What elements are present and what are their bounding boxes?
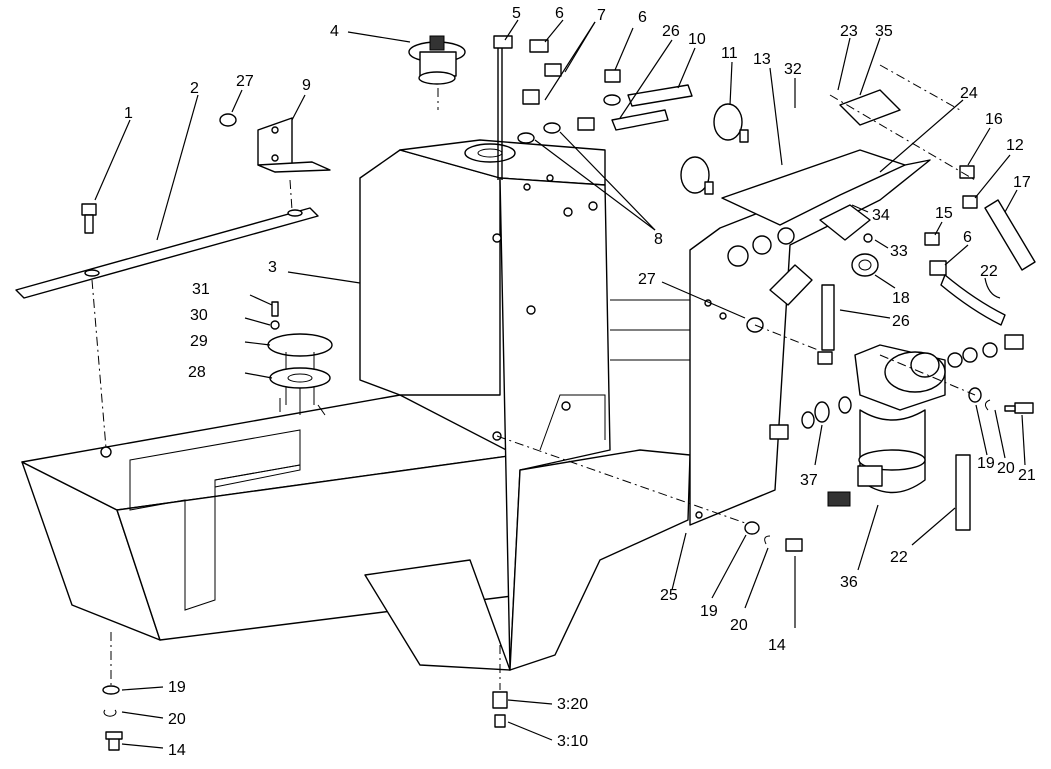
callout-31: 31 bbox=[192, 281, 210, 298]
callout-3: 3 bbox=[268, 259, 277, 276]
callout-30: 30 bbox=[190, 307, 208, 324]
callout-14b: 14 bbox=[168, 742, 186, 759]
hose-22a bbox=[940, 274, 1006, 326]
fittings-top bbox=[517, 39, 621, 144]
fittings-right bbox=[924, 165, 978, 276]
callout-32: 32 bbox=[784, 61, 802, 78]
callout-11: 11 bbox=[721, 45, 738, 62]
callout-33: 33 bbox=[890, 243, 908, 260]
callout-6b: 6 bbox=[638, 9, 647, 26]
hoses-top bbox=[611, 84, 693, 131]
callout-7: 7 bbox=[597, 7, 606, 24]
callout-25: 25 bbox=[660, 587, 678, 604]
callout-37: 37 bbox=[800, 472, 818, 489]
relay-bracket bbox=[721, 89, 906, 306]
callout-34: 34 bbox=[872, 207, 890, 224]
callout-9: 9 bbox=[302, 77, 311, 94]
callout-8: 8 bbox=[654, 231, 663, 248]
callout-2: 2 bbox=[190, 80, 199, 97]
bracket-9 bbox=[257, 117, 331, 173]
callout-20c: 20 bbox=[168, 711, 186, 728]
fuel-filter bbox=[827, 344, 946, 507]
callout-19b: 19 bbox=[700, 603, 718, 620]
callout-26b: 26 bbox=[892, 313, 910, 330]
callout-22a: 22 bbox=[980, 263, 998, 280]
callout-1: 1 bbox=[124, 105, 133, 122]
callout-27b: 27 bbox=[638, 271, 656, 288]
callout-23: 23 bbox=[840, 23, 858, 40]
callout-19c: 19 bbox=[168, 679, 186, 696]
callout-13: 13 bbox=[753, 51, 771, 68]
hose-17 bbox=[984, 199, 1036, 271]
leader-lines bbox=[94, 19, 1026, 749]
spacer-27a bbox=[219, 113, 237, 127]
hose-26b bbox=[821, 284, 835, 351]
grommet-18 bbox=[851, 253, 879, 277]
fuel-gauge-sender bbox=[267, 301, 333, 416]
callout-28: 28 bbox=[188, 364, 206, 381]
callout-3-10: 3:10 bbox=[557, 733, 588, 750]
tank-strap bbox=[15, 207, 319, 299]
callout-24: 24 bbox=[960, 85, 978, 102]
rubber-mounts bbox=[680, 103, 749, 195]
callout-12: 12 bbox=[1006, 137, 1024, 154]
bolt-1 bbox=[81, 203, 97, 234]
drain-fittings bbox=[492, 691, 508, 728]
callout-4: 4 bbox=[330, 23, 339, 40]
callout-15: 15 bbox=[935, 205, 953, 222]
banjo-fitting bbox=[769, 351, 852, 440]
callout-20b: 20 bbox=[730, 617, 748, 634]
plate-hardware bbox=[744, 521, 803, 552]
callout-6c: 6 bbox=[963, 229, 972, 246]
fuel-cap bbox=[408, 35, 466, 85]
callout-26a: 26 bbox=[662, 23, 680, 40]
callout-35: 35 bbox=[875, 23, 893, 40]
callout-20a: 20 bbox=[997, 460, 1015, 477]
callout-14a: 14 bbox=[768, 637, 786, 654]
callout-10: 10 bbox=[688, 31, 706, 48]
hose-22b bbox=[955, 454, 971, 531]
assembly-center-lines bbox=[91, 64, 976, 690]
callout-labels: 1 2 3 4 5 6 7 6 26 10 11 13 32 23 35 24 … bbox=[124, 5, 1036, 759]
bottom-hardware-left bbox=[102, 685, 123, 751]
callout-6a: 6 bbox=[555, 5, 564, 22]
fuel-tank bbox=[21, 139, 691, 671]
callout-21: 21 bbox=[1018, 467, 1036, 484]
callout-16: 16 bbox=[985, 111, 1003, 128]
filter-hardware bbox=[947, 334, 1034, 414]
callout-22b: 22 bbox=[890, 549, 908, 566]
callout-36: 36 bbox=[840, 574, 858, 591]
callout-19a: 19 bbox=[977, 455, 995, 472]
callout-5: 5 bbox=[512, 5, 521, 22]
callout-18: 18 bbox=[892, 290, 910, 307]
callout-27a: 27 bbox=[236, 73, 254, 90]
plug-33 bbox=[863, 233, 873, 243]
callout-29: 29 bbox=[190, 333, 208, 350]
callout-17: 17 bbox=[1013, 174, 1031, 191]
callout-3-20: 3:20 bbox=[557, 696, 588, 713]
pickup-tube bbox=[493, 35, 513, 180]
